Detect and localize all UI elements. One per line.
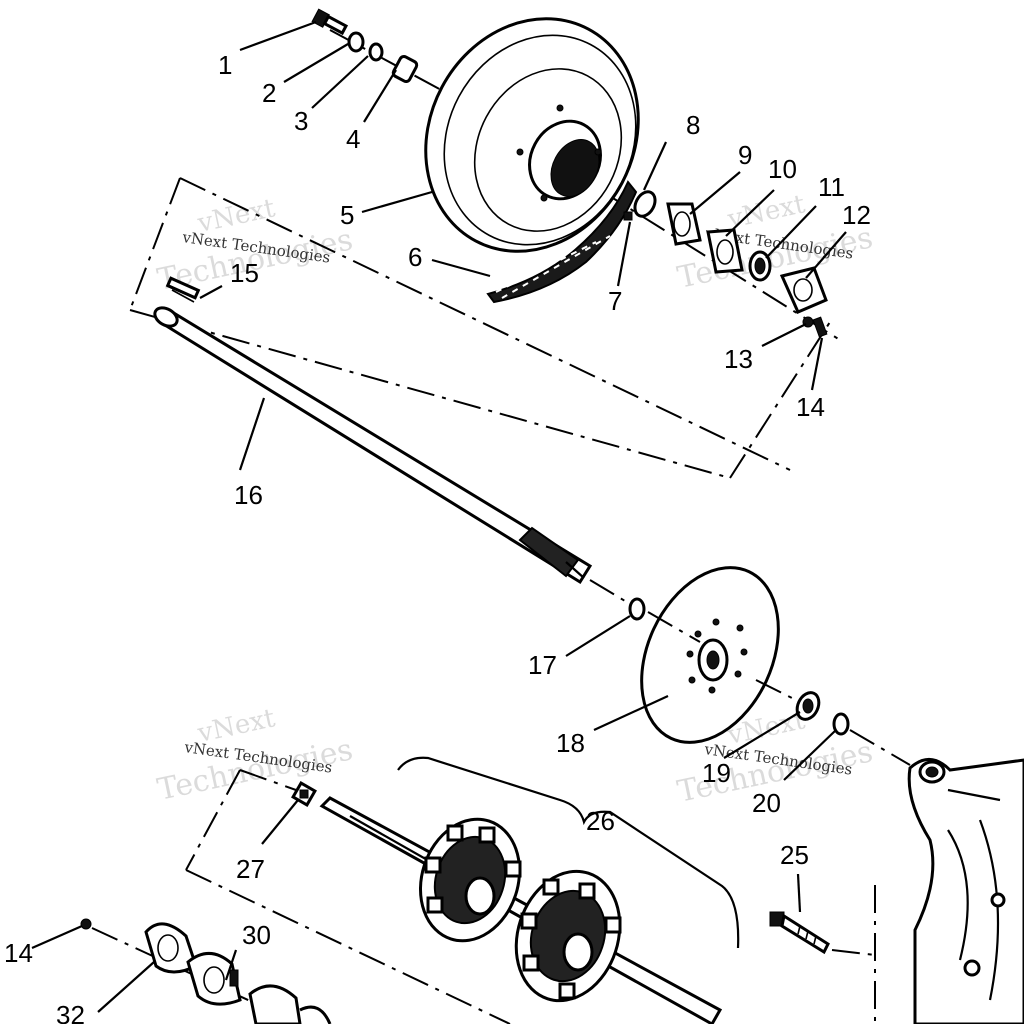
callout-16: 16 [234,480,263,510]
callout-15: 15 [230,258,259,288]
part-20-clip [832,712,850,736]
callout-3: 3 [294,106,308,136]
part-5-sprocket [424,17,640,253]
callout-8: 8 [686,110,700,140]
callout-11: 11 [818,172,845,202]
callout-25: 25 [780,840,809,870]
part-25-bolt [769,911,876,956]
part-12-flange [779,266,828,314]
callout-4: 4 [346,124,360,154]
part-2-washer [347,31,365,53]
part-14-bolt [812,316,828,338]
bottom-left-flanges [80,918,332,1024]
callout-18: 18 [556,728,585,758]
shaft-group-bracket [129,177,831,479]
callout-14: 14 [796,392,825,422]
watermark-bottom-left: vNext Technologies vNext Technologies [154,703,355,808]
leader-lines [31,20,847,1013]
part-15-key [165,276,201,303]
chaincase-housing [874,758,1024,1024]
callout-27: 27 [236,854,265,884]
callout-5: 5 [340,200,354,230]
callout-7: 7 [608,286,622,316]
part-7-key [623,211,633,221]
part-19-bearing [795,691,821,721]
callout-32: 32 [56,1000,85,1024]
part-4-spacer [391,54,419,84]
callout-17: 17 [528,650,557,680]
callout-30: 30 [242,920,271,950]
part-6-chain [486,180,638,304]
drive-shaft-bracket [185,769,511,1024]
callout-9: 9 [738,140,752,170]
callout-19: 19 [702,758,731,788]
part-26-bracket [397,756,740,949]
callout-10: 10 [768,154,797,184]
callout-labels: 1 2 3 4 5 6 7 8 9 10 11 12 13 14 15 16 1… [4,50,871,1024]
callout-26: 26 [586,806,615,836]
part-1-bolt [311,8,349,36]
callout-13: 13 [724,344,753,374]
lower-axis-line [589,579,911,766]
part-17-washer [628,597,646,621]
part-16-shaft [153,306,593,585]
part-10-flange [706,228,744,274]
drive-shaft-assembly [319,796,723,1024]
callout-12: 12 [842,200,871,230]
callout-1: 1 [218,50,232,80]
part-18-disc [640,566,780,744]
callout-14-lower: 14 [4,938,33,968]
callout-6: 6 [408,242,422,272]
part-11-bearing [748,250,772,282]
part-9-flange [666,202,702,246]
callout-2: 2 [262,78,276,108]
callout-20: 20 [752,788,781,818]
part-3-lockwasher [368,42,384,62]
part-8-washer [633,190,657,218]
part-27-fitting [291,781,317,807]
